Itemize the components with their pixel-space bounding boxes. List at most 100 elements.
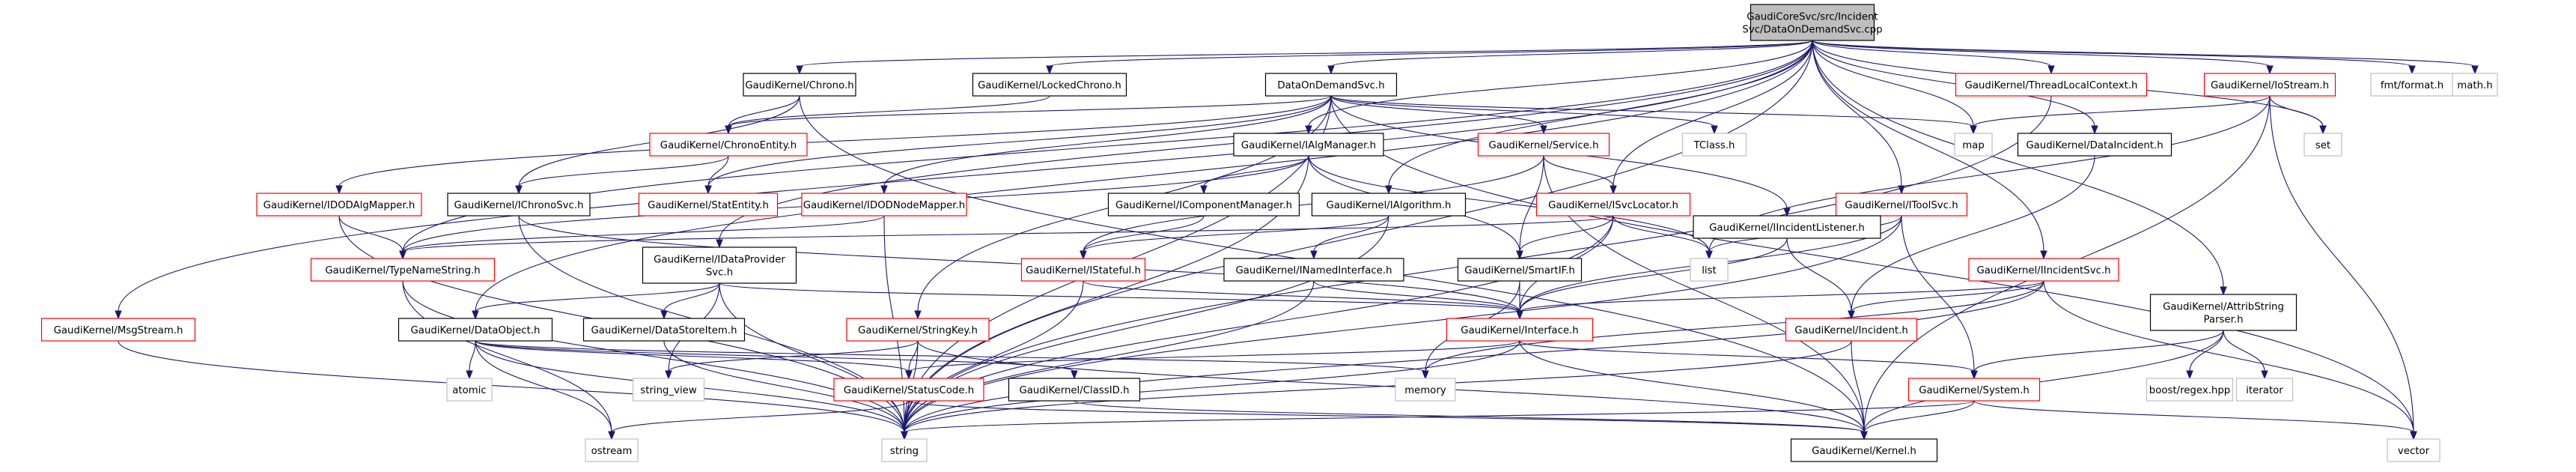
node-root[interactable]: GaudiCoreSvc/src/IncidentSvc/DataOnDeman… [1742, 4, 1883, 41]
node-ialgorithm[interactable]: GaudiKernel/IAlgorithm.h [1311, 193, 1467, 217]
node-label: GaudiKernel/AttribString [2163, 302, 2284, 313]
node-kernel-h[interactable]: GaudiKernel/Kernel.h [1790, 438, 1938, 462]
node-system-h[interactable]: GaudiKernel/System.h [1907, 378, 2041, 402]
node-label: GaudiKernel/Interface.h [1461, 325, 1578, 336]
edge-line [2269, 95, 2414, 433]
node-math-h: math.h [2452, 73, 2498, 97]
dependency-edge [905, 340, 1520, 380]
edge-arrowhead [1848, 310, 1855, 320]
node-box [310, 258, 496, 282]
edge-arrowhead [905, 370, 913, 380]
dependency-edge [880, 95, 1332, 195]
node-icompmgr[interactable]: GaudiKernel/IComponentManager.h [1107, 193, 1300, 217]
dependency-edge [1519, 340, 1868, 441]
edge-line [1308, 155, 1710, 252]
dependency-edge [1970, 330, 2224, 380]
node-inamedinterface[interactable]: GaudiKernel/INamedInterface.h [1223, 258, 1404, 282]
node-label: GaudiKernel/IAlgorithm.h [1327, 200, 1452, 211]
edge-line [611, 400, 910, 433]
node-itoolsvc[interactable]: GaudiKernel/IToolSvc.h [1835, 193, 1968, 217]
node-typenamestring[interactable]: GaudiKernel/TypeNameString.h [310, 258, 496, 282]
dependency-edge [704, 155, 729, 195]
node-lockedchrono[interactable]: GaudiKernel/LockedChrono.h [972, 73, 1127, 97]
node-smartif[interactable]: GaudiKernel/SmartIF.h [1457, 258, 1583, 282]
node-iodonodemapper[interactable]: GaudiKernel/IDODNodeMapper.h [801, 193, 967, 217]
node-box [649, 133, 808, 157]
dependency-edge [2269, 95, 2327, 135]
edge-arrowhead [399, 250, 407, 260]
edge-arrowhead [1711, 125, 1718, 135]
edge-line [402, 280, 905, 433]
dependency-edge [725, 95, 800, 135]
dependency-edge [1330, 95, 1547, 135]
dependency-edge [1970, 95, 2271, 135]
dependency-edge [515, 155, 729, 195]
dependency-edge [1812, 40, 2227, 296]
node-datainc[interactable]: GaudiKernel/DataIncident.h [2017, 133, 2172, 157]
edge-line [475, 340, 612, 433]
node-box [1535, 193, 1691, 217]
dependency-edge [1812, 40, 2416, 75]
edge-arrowhead [1783, 208, 1791, 217]
dependency-edge [399, 215, 1614, 260]
node-box [638, 193, 779, 217]
edge-arrowhead [660, 310, 668, 320]
dependency-edge [118, 340, 908, 441]
node-label: GaudiKernel/ThreadLocalContext.h [1965, 80, 2138, 91]
edge-arrowhead [914, 310, 922, 320]
edge-line [1863, 400, 1975, 433]
node-iincidentsvc[interactable]: GaudiKernel/IIncidentSvc.h [1968, 258, 2119, 282]
node-classid[interactable]: GaudiKernel/ClassID.h [1008, 378, 1141, 402]
node-statuscode[interactable]: GaudiKernel/StatusCode.h [833, 378, 984, 402]
node-threadlocal[interactable]: GaudiKernel/ThreadLocalContext.h [1955, 73, 2148, 97]
dependency-edge [796, 40, 1813, 75]
node-istateful[interactable]: GaudiKernel/IStateful.h [1020, 258, 1146, 282]
node-dataobject[interactable]: GaudiKernel/DataObject.h [398, 318, 553, 342]
node-isvclocator[interactable]: GaudiKernel/ISvcLocator.h [1535, 193, 1691, 217]
node-ichronosvc[interactable]: GaudiKernel/IChronoSvc.h [447, 193, 591, 217]
edge-line [904, 400, 910, 433]
node-stringkey[interactable]: GaudiKernel/StringKey.h [846, 318, 990, 342]
node-label: boost/regex.hpp [2149, 385, 2230, 396]
node-service-h[interactable]: GaudiKernel/Service.h [1477, 133, 1610, 157]
edge-line [1812, 40, 2044, 252]
edge-arrowhead [1200, 185, 1208, 195]
dependency-edge [1200, 155, 1309, 195]
edge-line [1519, 340, 1975, 372]
node-layer: GaudiCoreSvc/src/IncidentSvc/DataOnDeman… [40, 4, 2498, 462]
node-label: GaudiKernel/DataStoreItem.h [591, 325, 737, 336]
node-box [846, 318, 990, 342]
edge-line [402, 215, 1614, 252]
dependency-edge [1046, 40, 1813, 75]
dependency-edge [725, 95, 1050, 135]
edge-arrowhead [466, 370, 473, 380]
node-interface-h[interactable]: GaudiKernel/Interface.h [1446, 318, 1594, 342]
edge-line [518, 215, 1520, 312]
edge-line [728, 95, 1050, 127]
edge-line [1083, 215, 1205, 252]
edge-arrowhead [1327, 65, 1335, 75]
dependency-edge [1330, 95, 1977, 135]
node-iincidentlistener[interactable]: GaudiKernel/IIncidentListener.h [1693, 215, 1881, 239]
edge-line [904, 340, 1520, 433]
node-iostream-h[interactable]: GaudiKernel/IoStream.h [2203, 73, 2336, 97]
edge-arrowhead [1305, 125, 1312, 135]
node-dods-h[interactable]: DataOnDemandSvc.h [1264, 73, 1398, 97]
node-statentity[interactable]: GaudiKernel/StatEntity.h [638, 193, 779, 217]
node-box [632, 378, 705, 402]
node-incident-h[interactable]: GaudiKernel/Incident.h [1785, 318, 1918, 342]
node-label: GaudiKernel/StringKey.h [858, 325, 978, 336]
node-iodoalgmapper[interactable]: GaudiKernel/IDODAlgMapper.h [256, 193, 422, 217]
node-label: fmt/format.h [2381, 80, 2443, 91]
node-msgstream[interactable]: GaudiKernel/MsgStream.h [40, 318, 196, 342]
node-chrono-h[interactable]: GaudiKernel/Chrono.h [743, 73, 856, 97]
node-chronoentity[interactable]: GaudiKernel/ChronoEntity.h [649, 133, 808, 157]
dependency-edge [1543, 155, 1617, 195]
edge-line [1330, 95, 1715, 127]
node-ialgmanager[interactable]: GaudiKernel/IAlgManager.h [1233, 133, 1384, 157]
edge-line [402, 215, 885, 252]
dependency-edge [725, 95, 1332, 135]
node-datastoreitem[interactable]: GaudiKernel/DataStoreItem.h [582, 318, 746, 342]
